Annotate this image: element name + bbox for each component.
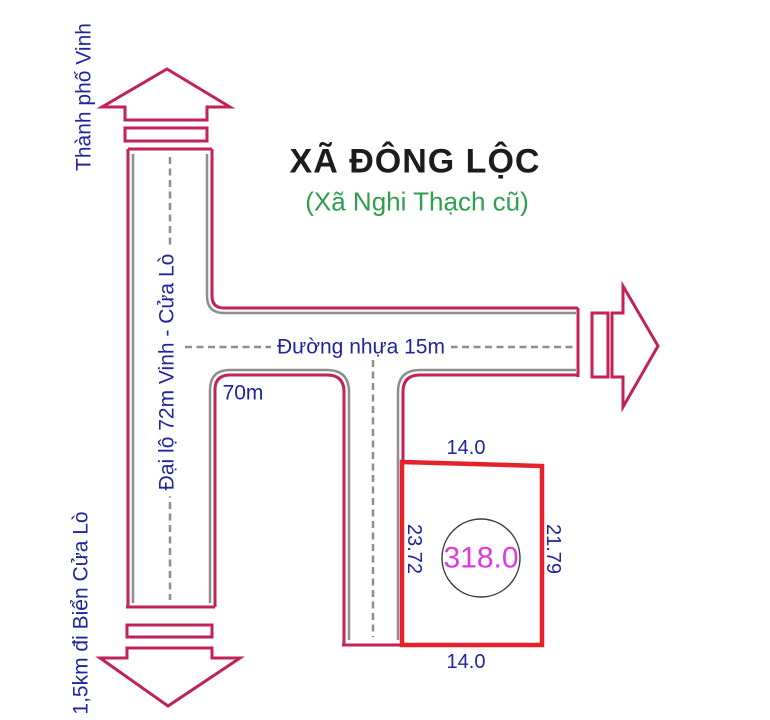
north-destination-label: Thành phố Vinh [72,23,96,171]
east-arrow-icon [590,280,660,413]
plot-area-value: 318.0 [443,541,519,575]
avenue-name-label: Đại lộ 72m Vinh - Cửa Lò [155,247,179,497]
frontage-distance-label: 70m [222,381,264,405]
south-arrow-icon [95,623,245,708]
road-outer-edges [126,147,580,647]
page-subtitle: (Xã Nghi Thạch cũ) [305,186,529,217]
plot-area-circle [441,518,521,598]
south-destination-label: 1,5km đi Biển Cửa Lò [69,511,93,715]
plot-dimension-left: 23.72 [403,523,425,575]
plot-dimension-top: 14.0 [446,437,486,459]
plot-dimension-bottom: 14.0 [446,651,486,673]
page-title: XÃ ĐÔNG LỘC [289,142,541,181]
asphalt-road-label: Đường nhựa 15m [271,335,451,359]
road-inner-edges [131,154,576,640]
plot-dimension-right: 21.79 [542,523,564,575]
north-arrow-icon [96,67,236,143]
